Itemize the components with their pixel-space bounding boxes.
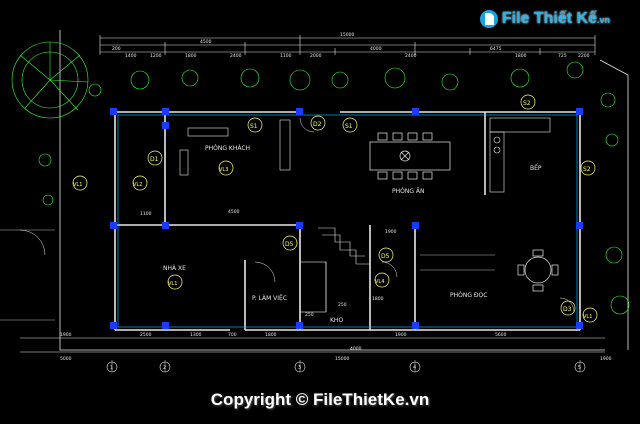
dim-b4: 1800: [265, 332, 277, 338]
dim-s7: 2000: [310, 53, 322, 59]
dim-m6: 1800: [372, 296, 384, 302]
dim-b8: 700: [228, 332, 237, 338]
site-boundary: [59, 30, 629, 351]
tag-vl4: VL4: [375, 279, 384, 285]
axis-label-4: 4: [413, 365, 416, 371]
dim-b7: 5600: [495, 332, 507, 338]
dim-b3: 1300: [190, 332, 202, 338]
gate-lines: [0, 229, 495, 321]
dim-s11: 2200: [578, 53, 590, 59]
kitchen-counter: [489, 117, 551, 193]
round-table: [517, 249, 559, 292]
dim-t2: 4000: [370, 46, 382, 52]
dim-b5: 1900: [395, 332, 407, 338]
dim-t1: 4500: [200, 39, 212, 45]
copyright-watermark: Copyright © FileThietKe.vn: [210, 390, 430, 409]
file-icon: [479, 10, 498, 28]
dim-m5: 250: [338, 302, 347, 308]
dim-t3: 6475: [490, 46, 502, 52]
dim-b11: 1900: [600, 356, 612, 362]
dimension-lines-top: [100, 37, 595, 53]
structural-columns: [110, 108, 583, 329]
axis-label-3: 3: [298, 365, 301, 371]
dim-s8: 2400: [405, 53, 417, 59]
logo-text: File Thiết Kế.vn: [501, 10, 610, 27]
dim-s2: 1400: [125, 53, 137, 59]
dimension-ticks-top: [99, 35, 596, 55]
dim-b6: 4000: [350, 346, 362, 352]
dining-table: [369, 132, 451, 180]
dim-s3: 1200: [150, 53, 162, 59]
door-swings: [19, 117, 575, 313]
dim-b9: 15000: [335, 356, 349, 362]
room-label-kho: KHO: [330, 317, 343, 324]
tag-d3: D3: [563, 306, 572, 313]
axis-label-2: 2: [163, 365, 166, 371]
dim-m3: 1900: [385, 229, 397, 235]
grid-axis-bubbles: [106, 361, 586, 373]
watermark-logo: File Thiết Kế.vn: [479, 10, 610, 28]
dim-s5: 2400: [230, 53, 242, 59]
dim-s10: 725: [558, 53, 567, 59]
room-label-phong-doc: PHÒNG ĐỌC: [450, 292, 487, 299]
axis-label-1: 1: [110, 365, 113, 371]
tag-vl1-yard: VL1: [73, 182, 82, 188]
walls-outline: [114, 111, 581, 331]
tag-vl1-garage: VL1: [168, 281, 177, 287]
dim-s4: 1800: [185, 53, 197, 59]
tag-s1-dining: S1: [345, 123, 353, 130]
tag-vl1-reading: VL1: [583, 314, 592, 320]
room-label-nha-xe: NHÀ XE: [163, 265, 186, 272]
dim-b1: 1900: [60, 332, 72, 338]
tag-d5-office: D5: [285, 241, 294, 248]
dim-total-top: 15000: [340, 32, 354, 38]
sofa-set: [179, 119, 291, 176]
landscape-trees: [11, 41, 630, 315]
staircase: [299, 227, 370, 313]
dim-b2: 2500: [140, 332, 152, 338]
room-label-bep: BẾP: [530, 164, 542, 172]
tag-s2-right: S2: [583, 166, 591, 173]
tag-vl2: VL2: [133, 182, 142, 188]
dim-b10: 5000: [60, 356, 72, 362]
tag-vl3: VL3: [219, 167, 228, 173]
dim-m2: 4500: [228, 209, 240, 215]
dim-s6: 1100: [280, 53, 292, 59]
tag-circles: [72, 94, 598, 323]
axis-label-5: 5: [578, 365, 581, 371]
tag-d1: D1: [150, 156, 159, 163]
room-label-phong-lam-viec: P. LÀM VIỆC: [252, 294, 287, 302]
dim-s9: 1800: [515, 53, 527, 59]
dim-s1: 200: [112, 46, 121, 52]
room-label-phong-khach: PHÒNG KHÁCH: [205, 145, 250, 152]
tag-s2-top: S2: [523, 100, 531, 107]
walls-inner: [117, 114, 578, 328]
tag-d2: D2: [313, 121, 322, 128]
dimension-lines-bottom: [20, 337, 605, 372]
room-label-phong-an: PHÒNG ĂN: [392, 188, 425, 195]
dim-m1: 1100: [140, 211, 152, 217]
tag-d5-wc: D5: [381, 253, 390, 260]
dim-m4: 250: [305, 312, 314, 318]
tag-s1-living: S1: [250, 123, 258, 130]
